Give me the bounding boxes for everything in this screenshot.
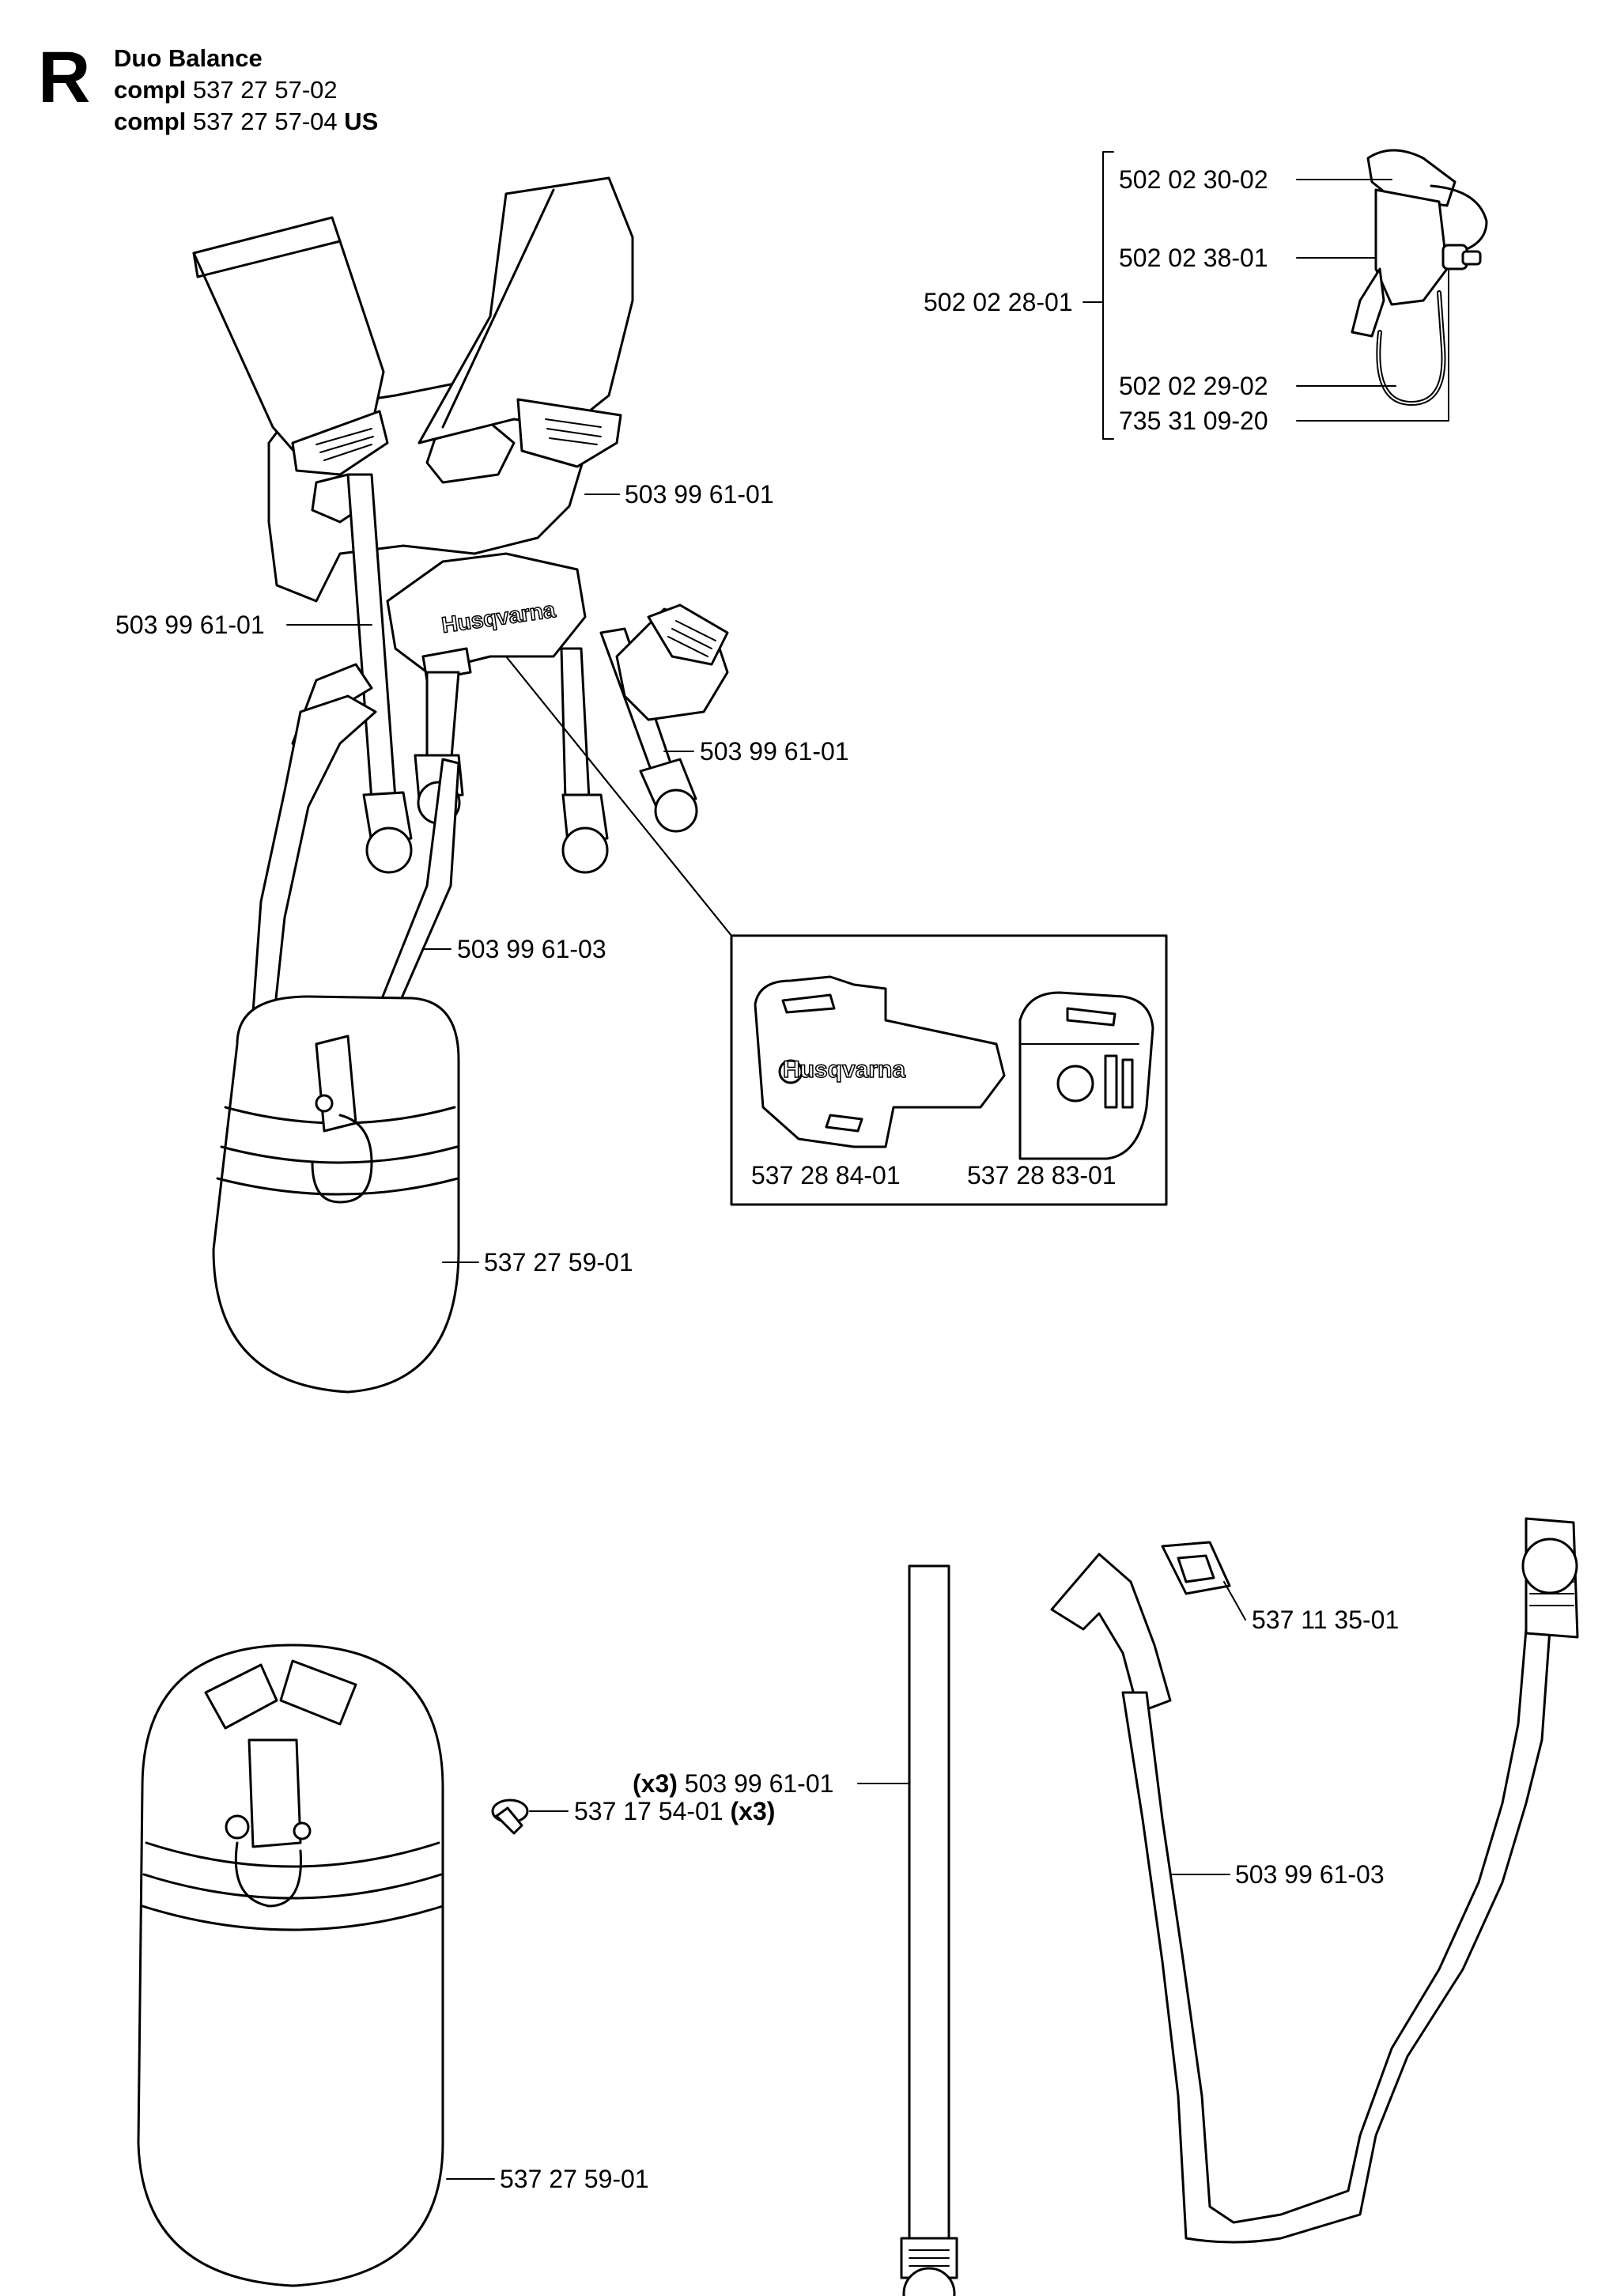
label-hook-spring: 502 02 38-01 [1119,244,1268,272]
single-strap-illustration [901,1566,957,2296]
label-buckle: 537 11 35-01 [1252,1606,1400,1634]
harness-illustration [194,178,727,1392]
label-hook-loop: 502 02 29-02 [1119,372,1268,400]
label-hip-pad-detail: 537 27 59-01 [500,2165,649,2193]
buckle-illustration [1162,1542,1230,1594]
label-hook-cover: 502 02 30-02 [1119,165,1268,194]
assembly-number-1: compl 537 27 57-02 [114,76,338,104]
screw-illustration [493,1800,527,1833]
label-chest-plate-front: 537 28 84-01 [751,1161,901,1190]
hip-strap-detail-illustration [1052,1519,1577,2242]
label-hip-strap-detail: 503 99 61-03 [1235,1860,1385,1889]
label-hook-pin: 735 31 09-20 [1119,407,1268,435]
label-hook-assembly: 502 02 28-01 [924,288,1073,316]
label-strap-upper-right: 503 99 61-01 [625,480,774,509]
husqvarna-logo-detail: Husqvarna [783,1057,905,1083]
assembly-number-2: compl 537 27 57-04 US [114,108,379,135]
chest-plate-back-illustration [1020,993,1153,1159]
label-strap-left: 503 99 61-01 [115,611,265,639]
label-strap-lower-right: 503 99 61-01 [700,737,849,766]
label-screw: 537 17 54-01 (x3) [574,1797,776,1825]
label-chest-plate-back: 537 28 83-01 [967,1161,1116,1190]
label-hip-pad: 537 27 59-01 [484,1248,633,1277]
assembly-title: Duo Balance [114,44,263,72]
section-letter: R [38,37,91,118]
hip-pad-detail-illustration [138,1645,443,2286]
snap-hook-illustration [1352,150,1487,403]
label-hip-strap: 503 99 61-03 [457,935,606,963]
chest-plate-front-illustration [755,977,1004,1147]
label-single-strap: (x3) 503 99 61-01 [633,1769,834,1798]
